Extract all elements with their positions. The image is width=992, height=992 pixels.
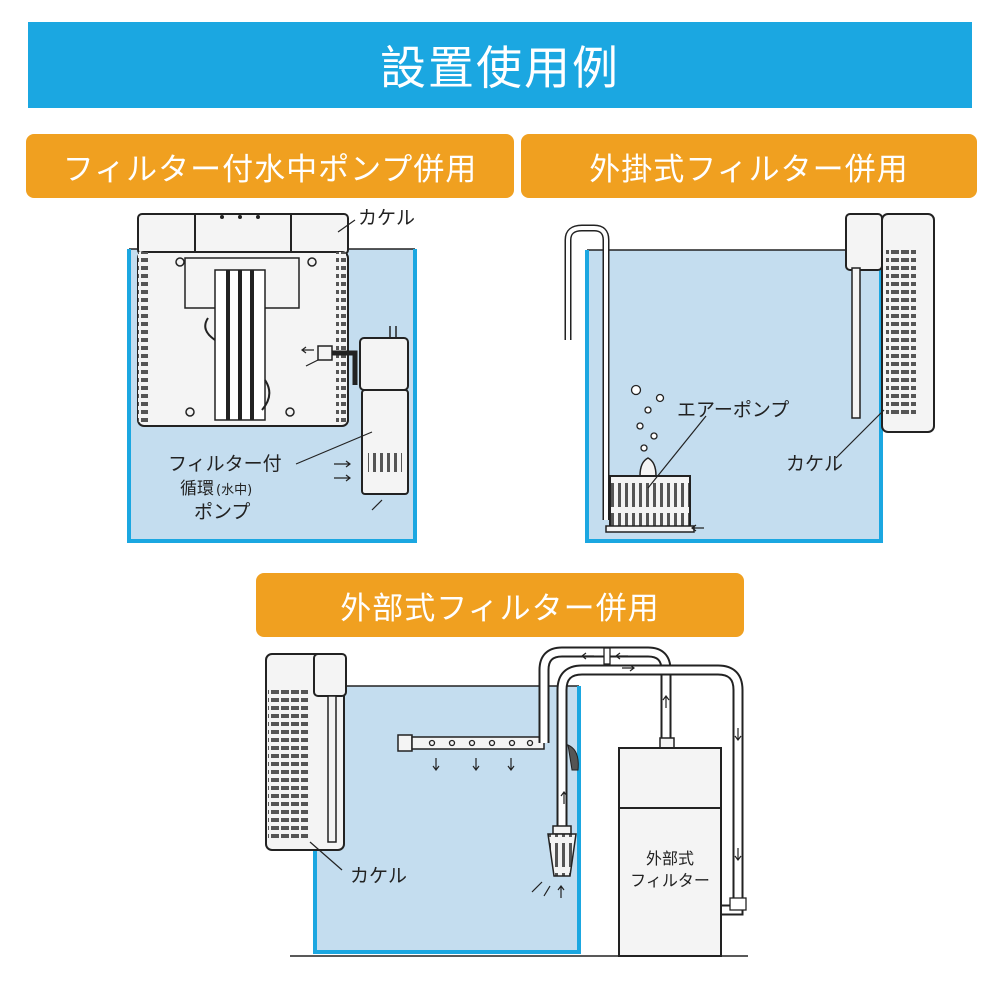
diagram-pump: カケル フィルター付 循環 (水中) ポンプ xyxy=(127,207,417,543)
tank-water xyxy=(315,686,579,952)
diagram-hangon: エアーポンプ カケル xyxy=(564,213,935,543)
section-heading-external: 外部式フィルター併用 xyxy=(256,573,744,637)
label-kakeru-1: カケル xyxy=(358,207,415,229)
label-pump-1: フィルター付 xyxy=(168,453,282,475)
label-filter-1: 外部式 xyxy=(646,849,694,868)
section-heading-hangon: 外掛式フィルター併用 xyxy=(521,134,977,198)
label-kakeru-3: カケル xyxy=(350,865,407,887)
label-pump-2: 循環 xyxy=(180,479,214,499)
label-kakeru-2: カケル xyxy=(786,453,843,475)
section-heading-pump: フィルター付水中ポンプ併用 xyxy=(26,134,514,198)
kakeru-device xyxy=(137,213,349,427)
label-airpump: エアーポンプ xyxy=(677,399,789,421)
flow-arrows xyxy=(301,346,383,511)
page-title: 設置使用例 xyxy=(28,22,972,108)
kakeru-device xyxy=(265,653,347,851)
label-filter-2: フィルター xyxy=(630,871,710,890)
flow-arrows xyxy=(432,652,742,898)
intake-strainer xyxy=(547,825,577,877)
spray-bar xyxy=(397,734,545,752)
label-pump-3: (水中) xyxy=(216,483,252,498)
diagram-external: カケル 外部式 xyxy=(265,646,748,957)
air-bubbles xyxy=(630,384,665,452)
air-stone xyxy=(605,457,695,533)
label-pump-4: ポンプ xyxy=(194,501,250,523)
kakeru-device xyxy=(845,213,935,433)
internal-pump xyxy=(317,326,409,495)
external-filter xyxy=(618,737,722,957)
